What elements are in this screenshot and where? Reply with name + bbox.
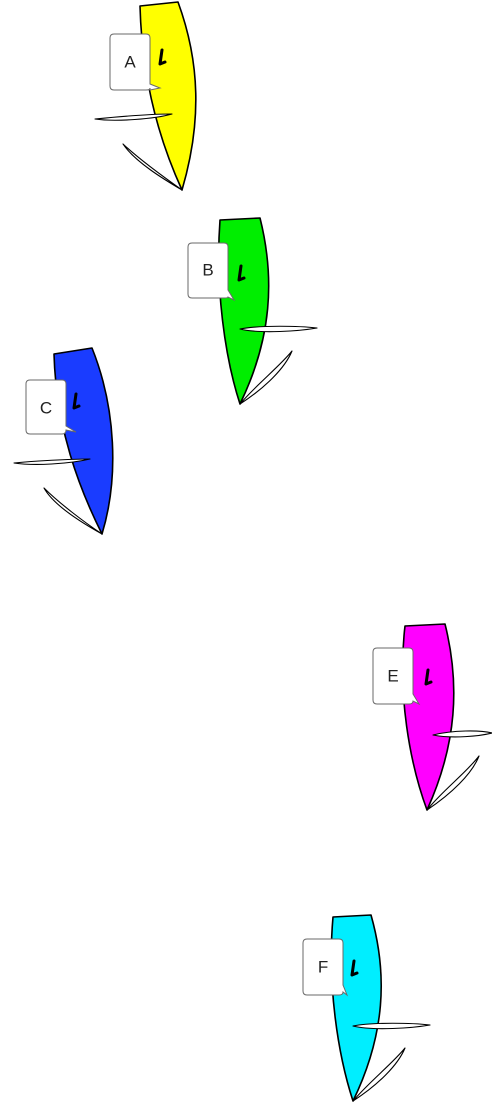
boat-e-tiller xyxy=(424,668,433,686)
boat-b-jib xyxy=(239,350,293,405)
boat-e-jib xyxy=(426,755,480,811)
boat-a-mainsail xyxy=(94,113,173,121)
boat-c-jib xyxy=(43,487,103,535)
boat-e-label: E xyxy=(372,647,421,706)
boat-c-label-text: C xyxy=(40,399,52,418)
boat-b-mainsail xyxy=(239,325,318,333)
boat-b: B xyxy=(187,217,318,405)
boat-a-hull xyxy=(139,1,197,191)
boat-f: F xyxy=(302,914,431,1102)
boat-c-tiller xyxy=(72,392,81,410)
boat-b-label: B xyxy=(187,242,236,302)
boat-e-label-text: E xyxy=(387,667,398,686)
boat-c: C xyxy=(13,347,114,535)
boat-f-label: F xyxy=(302,938,349,997)
boat-c-mainsail xyxy=(13,458,91,465)
boat-a: A xyxy=(94,1,197,191)
boat-a-label: A xyxy=(109,33,162,91)
boat-f-jib xyxy=(352,1047,406,1102)
boat-c-label: C xyxy=(25,379,77,435)
boat-f-label-text: F xyxy=(318,958,328,977)
boat-f-tiller xyxy=(350,959,359,977)
boat-e: E xyxy=(372,623,492,811)
boat-a-jib xyxy=(122,143,183,191)
boat-b-label-text: B xyxy=(202,261,213,280)
boat-a-label-text: A xyxy=(124,53,136,72)
boat-f-mainsail xyxy=(352,1022,431,1030)
boat-a-tiller xyxy=(158,48,167,66)
boat-b-tiller xyxy=(237,264,246,282)
boat-e-mainsail xyxy=(432,730,492,738)
